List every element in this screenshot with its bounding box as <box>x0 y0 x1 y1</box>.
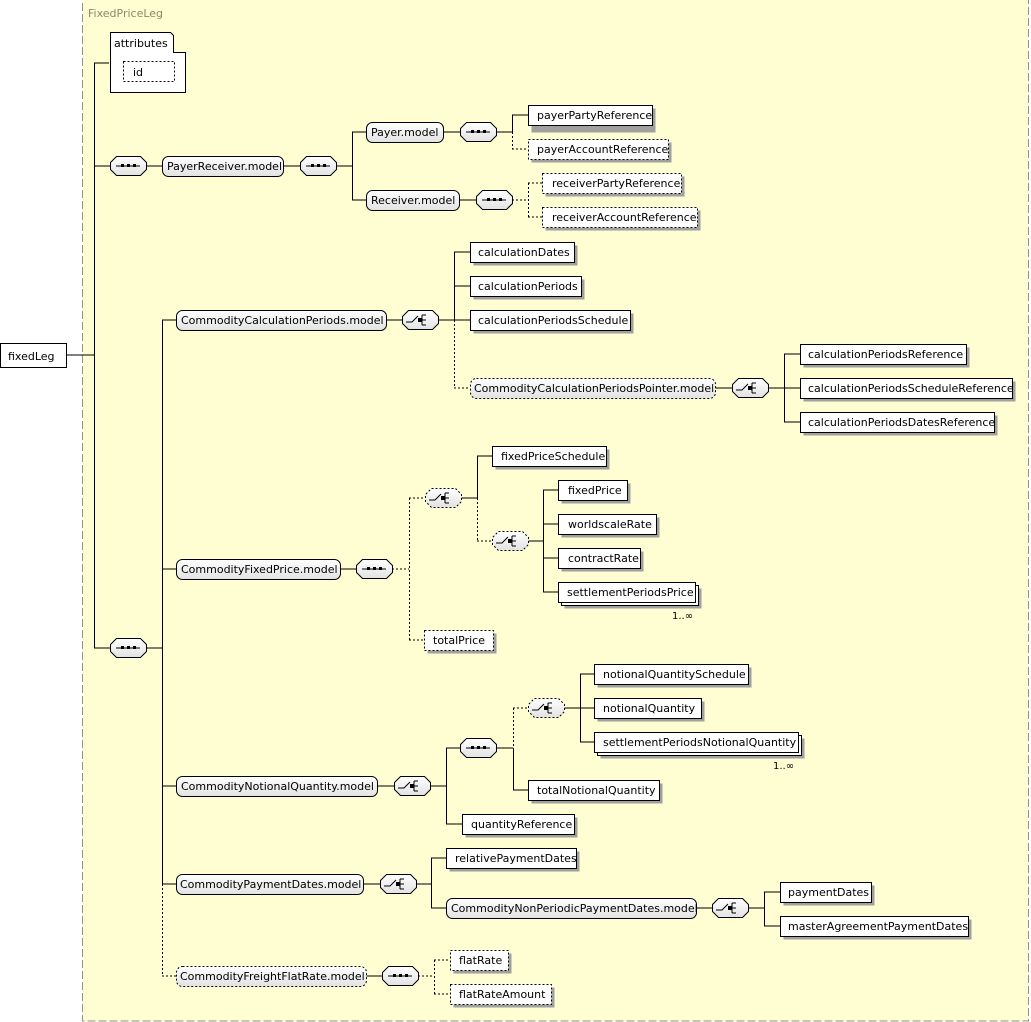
choice-compositor-icon <box>425 488 462 508</box>
group-receiver[interactable]: Receiver.model <box>366 190 460 211</box>
element-calculation-periods-label: calculationPeriods <box>478 280 578 293</box>
element-total-notional-quantity[interactable]: totalNotionalQuantity <box>528 780 663 804</box>
choice-compositor-icon <box>492 531 529 551</box>
connectors <box>67 62 800 977</box>
element-settlement-periods-price[interactable]: settlementPeriodsPrice <box>558 582 702 609</box>
element-calculation-periods-reference[interactable]: calculationPeriodsReference <box>800 344 970 368</box>
element-payer-party-reference[interactable]: payerPartyReference <box>528 105 656 133</box>
element-contract-rate[interactable]: contractRate <box>558 548 644 572</box>
element-calculation-periods-schedule-label: calculationPeriodsSchedule <box>478 314 629 327</box>
sequence-compositor-icon <box>110 156 147 176</box>
complex-type-title: FixedPriceLeg <box>88 7 163 20</box>
element-contract-rate-label: contractRate <box>568 552 639 565</box>
element-payment-dates[interactable]: paymentDates <box>780 882 875 906</box>
element-notional-quantity-label: notionalQuantity <box>603 702 696 715</box>
element-worldscale-rate[interactable]: worldscaleRate <box>558 514 660 538</box>
attributes-label: attributes <box>114 37 168 50</box>
element-relative-payment-dates[interactable]: relativePaymentDates <box>446 848 580 872</box>
element-flat-rate[interactable]: flatRate <box>450 950 512 974</box>
element-fixed-price-schedule-label: fixedPriceSchedule <box>501 450 605 463</box>
element-fixed-price[interactable]: fixedPrice <box>558 480 631 504</box>
element-master-agreement-payment-dates[interactable]: masterAgreementPaymentDates <box>780 916 972 940</box>
sequence-compositor-icon <box>356 559 393 579</box>
element-settlement-periods-notional-quantity[interactable]: settlementPeriodsNotionalQuantity <box>594 732 805 759</box>
sequence-compositor-icon <box>476 190 513 210</box>
attribute-id-label: id <box>133 66 143 79</box>
group-notional-quantity[interactable]: CommodityNotionalQuantity.model <box>176 776 378 797</box>
group-freight-flat-rate[interactable]: CommodityFreightFlatRate.model <box>176 966 367 987</box>
sequence-compositor-icon <box>300 156 337 176</box>
sequence-compositor-icon <box>460 738 497 758</box>
element-receiver-party-reference[interactable]: receiverPartyReference <box>542 173 685 197</box>
group-payer-receiver[interactable]: PayerReceiver.model <box>162 156 284 177</box>
element-relative-payment-dates-label: relativePaymentDates <box>455 852 577 865</box>
element-quantity-reference[interactable]: quantityReference <box>462 814 578 838</box>
element-settlement-periods-notional-quantity-label: settlementPeriodsNotionalQuantity <box>603 736 797 749</box>
choice-compositor-icon <box>732 378 769 398</box>
element-calculation-periods-dates-reference-label: calculationPeriodsDatesReference <box>808 416 995 429</box>
element-settlement-periods-price-label: settlementPeriodsPrice <box>567 586 694 599</box>
element-flat-rate-amount[interactable]: flatRateAmount <box>450 984 555 1008</box>
element-notional-quantity[interactable]: notionalQuantity <box>594 698 705 722</box>
group-payer[interactable]: Payer.model <box>366 122 444 143</box>
multiplicity-label: 1..∞ <box>773 761 794 772</box>
group-calculation-periods-label: CommodityCalculationPeriods.model <box>181 314 384 327</box>
element-payer-party-reference-label: payerPartyReference <box>537 109 652 122</box>
element-receiver-account-reference[interactable]: receiverAccountReference <box>542 207 701 231</box>
element-receiver-party-reference-label: receiverPartyReference <box>552 177 681 190</box>
group-non-periodic-payment-dates[interactable]: CommodityNonPeriodicPaymentDates.model <box>446 898 698 919</box>
sequence-compositor-icon <box>110 638 147 658</box>
element-total-notional-quantity-label: totalNotionalQuantity <box>537 784 656 797</box>
element-calculation-dates-label: calculationDates <box>478 246 570 259</box>
element-payer-account-reference[interactable]: payerAccountReference <box>528 139 672 163</box>
group-calculation-periods[interactable]: CommodityCalculationPeriods.model <box>176 310 387 331</box>
element-calculation-periods-reference-label: calculationPeriodsReference <box>808 348 963 361</box>
element-total-price-label: totalPrice <box>433 634 485 647</box>
element-calculation-periods-schedule-reference[interactable]: calculationPeriodsScheduleReference <box>800 378 1016 402</box>
element-payment-dates-label: paymentDates <box>788 886 869 899</box>
choice-compositor-icon <box>712 898 749 918</box>
element-payer-account-reference-label: payerAccountReference <box>537 143 669 156</box>
group-payer-receiver-label: PayerReceiver.model <box>167 160 282 173</box>
element-fixed-price-schedule[interactable]: fixedPriceSchedule <box>492 446 610 470</box>
group-calculation-periods-pointer-label: CommodityCalculationPeriodsPointer.model <box>474 382 714 395</box>
group-receiver-label: Receiver.model <box>371 194 455 207</box>
element-notional-quantity-schedule-label: notionalQuantitySchedule <box>603 668 746 681</box>
element-fixed-price-label: fixedPrice <box>568 484 622 497</box>
group-fixed-price-label: CommodityFixedPrice.model <box>181 563 338 576</box>
attribute-id-box[interactable] <box>123 61 175 82</box>
choice-compositor-icon <box>402 310 439 330</box>
group-calculation-periods-pointer[interactable]: CommodityCalculationPeriodsPointer.model <box>470 378 716 399</box>
group-payer-label: Payer.model <box>371 126 438 139</box>
group-fixed-price[interactable]: CommodityFixedPrice.model <box>176 559 341 580</box>
group-payment-dates[interactable]: CommodityPaymentDates.model <box>176 874 364 895</box>
sequence-compositor-icon <box>382 966 419 986</box>
choice-compositor-icon <box>380 874 417 894</box>
group-notional-quantity-label: CommodityNotionalQuantity.model <box>181 780 374 793</box>
choice-compositor-icon <box>528 698 565 718</box>
multiplicity-label: 1..∞ <box>672 611 693 622</box>
element-quantity-reference-label: quantityReference <box>471 818 572 831</box>
element-flat-rate-label: flatRate <box>459 954 502 967</box>
element-calculation-periods[interactable]: calculationPeriods <box>470 276 585 300</box>
element-flat-rate-amount-label: flatRateAmount <box>459 988 546 1001</box>
group-non-periodic-payment-dates-label: CommodityNonPeriodicPaymentDates.model <box>451 902 698 915</box>
optional-connectors <box>162 132 542 995</box>
root-element-box[interactable] <box>0 343 67 368</box>
element-calculation-dates[interactable]: calculationDates <box>470 242 578 266</box>
choice-compositor-icon <box>394 776 431 796</box>
group-freight-flat-rate-label: CommodityFreightFlatRate.model <box>180 970 365 983</box>
element-total-price[interactable]: totalPrice <box>424 630 497 654</box>
element-notional-quantity-schedule[interactable]: notionalQuantitySchedule <box>594 664 752 688</box>
element-calculation-periods-schedule-reference-label: calculationPeriodsScheduleReference <box>808 382 1014 395</box>
element-worldscale-rate-label: worldscaleRate <box>568 518 652 531</box>
element-calculation-periods-schedule[interactable]: calculationPeriodsSchedule <box>470 310 634 334</box>
element-calculation-periods-dates-reference[interactable]: calculationPeriodsDatesReference <box>800 412 998 436</box>
group-payment-dates-label: CommodityPaymentDates.model <box>180 878 361 891</box>
sequence-compositor-icon <box>460 122 497 142</box>
element-master-agreement-payment-dates-label: masterAgreementPaymentDates <box>788 920 968 933</box>
element-receiver-account-reference-label: receiverAccountReference <box>552 211 697 224</box>
root-element-label: fixedLeg <box>8 350 55 363</box>
